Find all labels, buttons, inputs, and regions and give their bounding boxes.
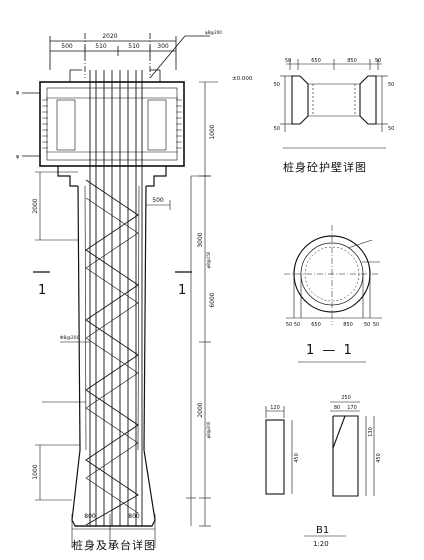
dim-bottom-2: 800	[128, 513, 140, 520]
b1-caption: B1	[316, 525, 330, 536]
dim-top-1: 500	[61, 43, 73, 50]
b1-dim-170: 170	[347, 405, 357, 411]
dim-right-3000: 3000	[197, 232, 204, 247]
reinf-mid-label: Φ8@200	[60, 335, 80, 341]
b1-dim-right-450: 450	[376, 453, 382, 463]
wall-dim-3: 850	[347, 58, 357, 64]
section-mark-left: 1	[38, 283, 46, 298]
vert-rebar-lower: φ8@200	[206, 421, 211, 438]
wall-left-1: 50	[274, 82, 280, 88]
dim-offset-500: 500	[152, 197, 164, 204]
b1-dim-80: 80	[334, 405, 340, 411]
dim-bottom-1: 800	[84, 513, 96, 520]
wall-detail-caption: 桩身砼护壁详图	[283, 161, 367, 174]
cap-left-label: φ	[16, 90, 20, 96]
pile-cap	[22, 69, 185, 167]
vertical-rebars	[89, 70, 143, 526]
dim-top-2: 510	[95, 43, 107, 50]
b1-dim-120: 120	[270, 405, 280, 411]
sec-dim-2: 50	[294, 322, 300, 328]
wall-dim-1: 50	[285, 58, 291, 64]
wall-dim-4: 50	[375, 58, 381, 64]
b1-scale: 1:20	[313, 540, 329, 548]
pile-left-label: φ	[16, 154, 20, 160]
dim-top-4: 300	[157, 43, 169, 50]
elevation-top: ±0.000	[232, 76, 253, 82]
pile-and-cap-detail	[22, 33, 218, 548]
wall-dim-2: 650	[311, 58, 321, 64]
sec-dim-1: 50	[286, 322, 292, 328]
top-dimension-chain	[49, 33, 210, 79]
wall-detail	[280, 59, 388, 149]
leaders	[42, 341, 90, 403]
main-detail-caption: 桩身及承台详图	[72, 539, 156, 552]
section-1-1	[284, 225, 382, 363]
dim-right-1000: 1000	[209, 124, 216, 139]
sec-dim-5: 50	[364, 322, 370, 328]
b1-detail	[265, 401, 375, 537]
section-caption: 1 — 1	[306, 343, 354, 358]
pile-shaft	[57, 166, 167, 527]
dim-left-1000: 1000	[32, 464, 39, 479]
b1-dim-130: 130	[368, 427, 374, 437]
sec-dim-6: 50	[373, 322, 379, 328]
spiral-stirrup	[85, 179, 139, 526]
left-dimensions	[35, 171, 171, 501]
wall-right-2: 50	[388, 126, 394, 132]
b1-dim-250: 250	[341, 395, 351, 401]
b1-dim-left-450: 450	[294, 453, 300, 463]
dim-top-3: 510	[128, 43, 140, 50]
dim-right-2000: 2000	[197, 402, 204, 417]
wall-right-1: 50	[388, 82, 394, 88]
top-leader-label: φ8@200	[205, 30, 222, 35]
dim-top-total: 2020	[102, 33, 117, 40]
dim-right-6000: 6000	[209, 292, 216, 307]
wall-left-2: 50	[274, 126, 280, 132]
sec-dim-3: 650	[311, 322, 321, 328]
right-dimension-chain	[186, 81, 218, 527]
section-mark-right: 1	[178, 283, 186, 298]
dim-left-2000: 2000	[32, 198, 39, 213]
sec-dim-4: 850	[343, 322, 353, 328]
vert-rebar-upper: φ8@150	[206, 251, 211, 268]
bottom-dimensions	[71, 514, 156, 548]
